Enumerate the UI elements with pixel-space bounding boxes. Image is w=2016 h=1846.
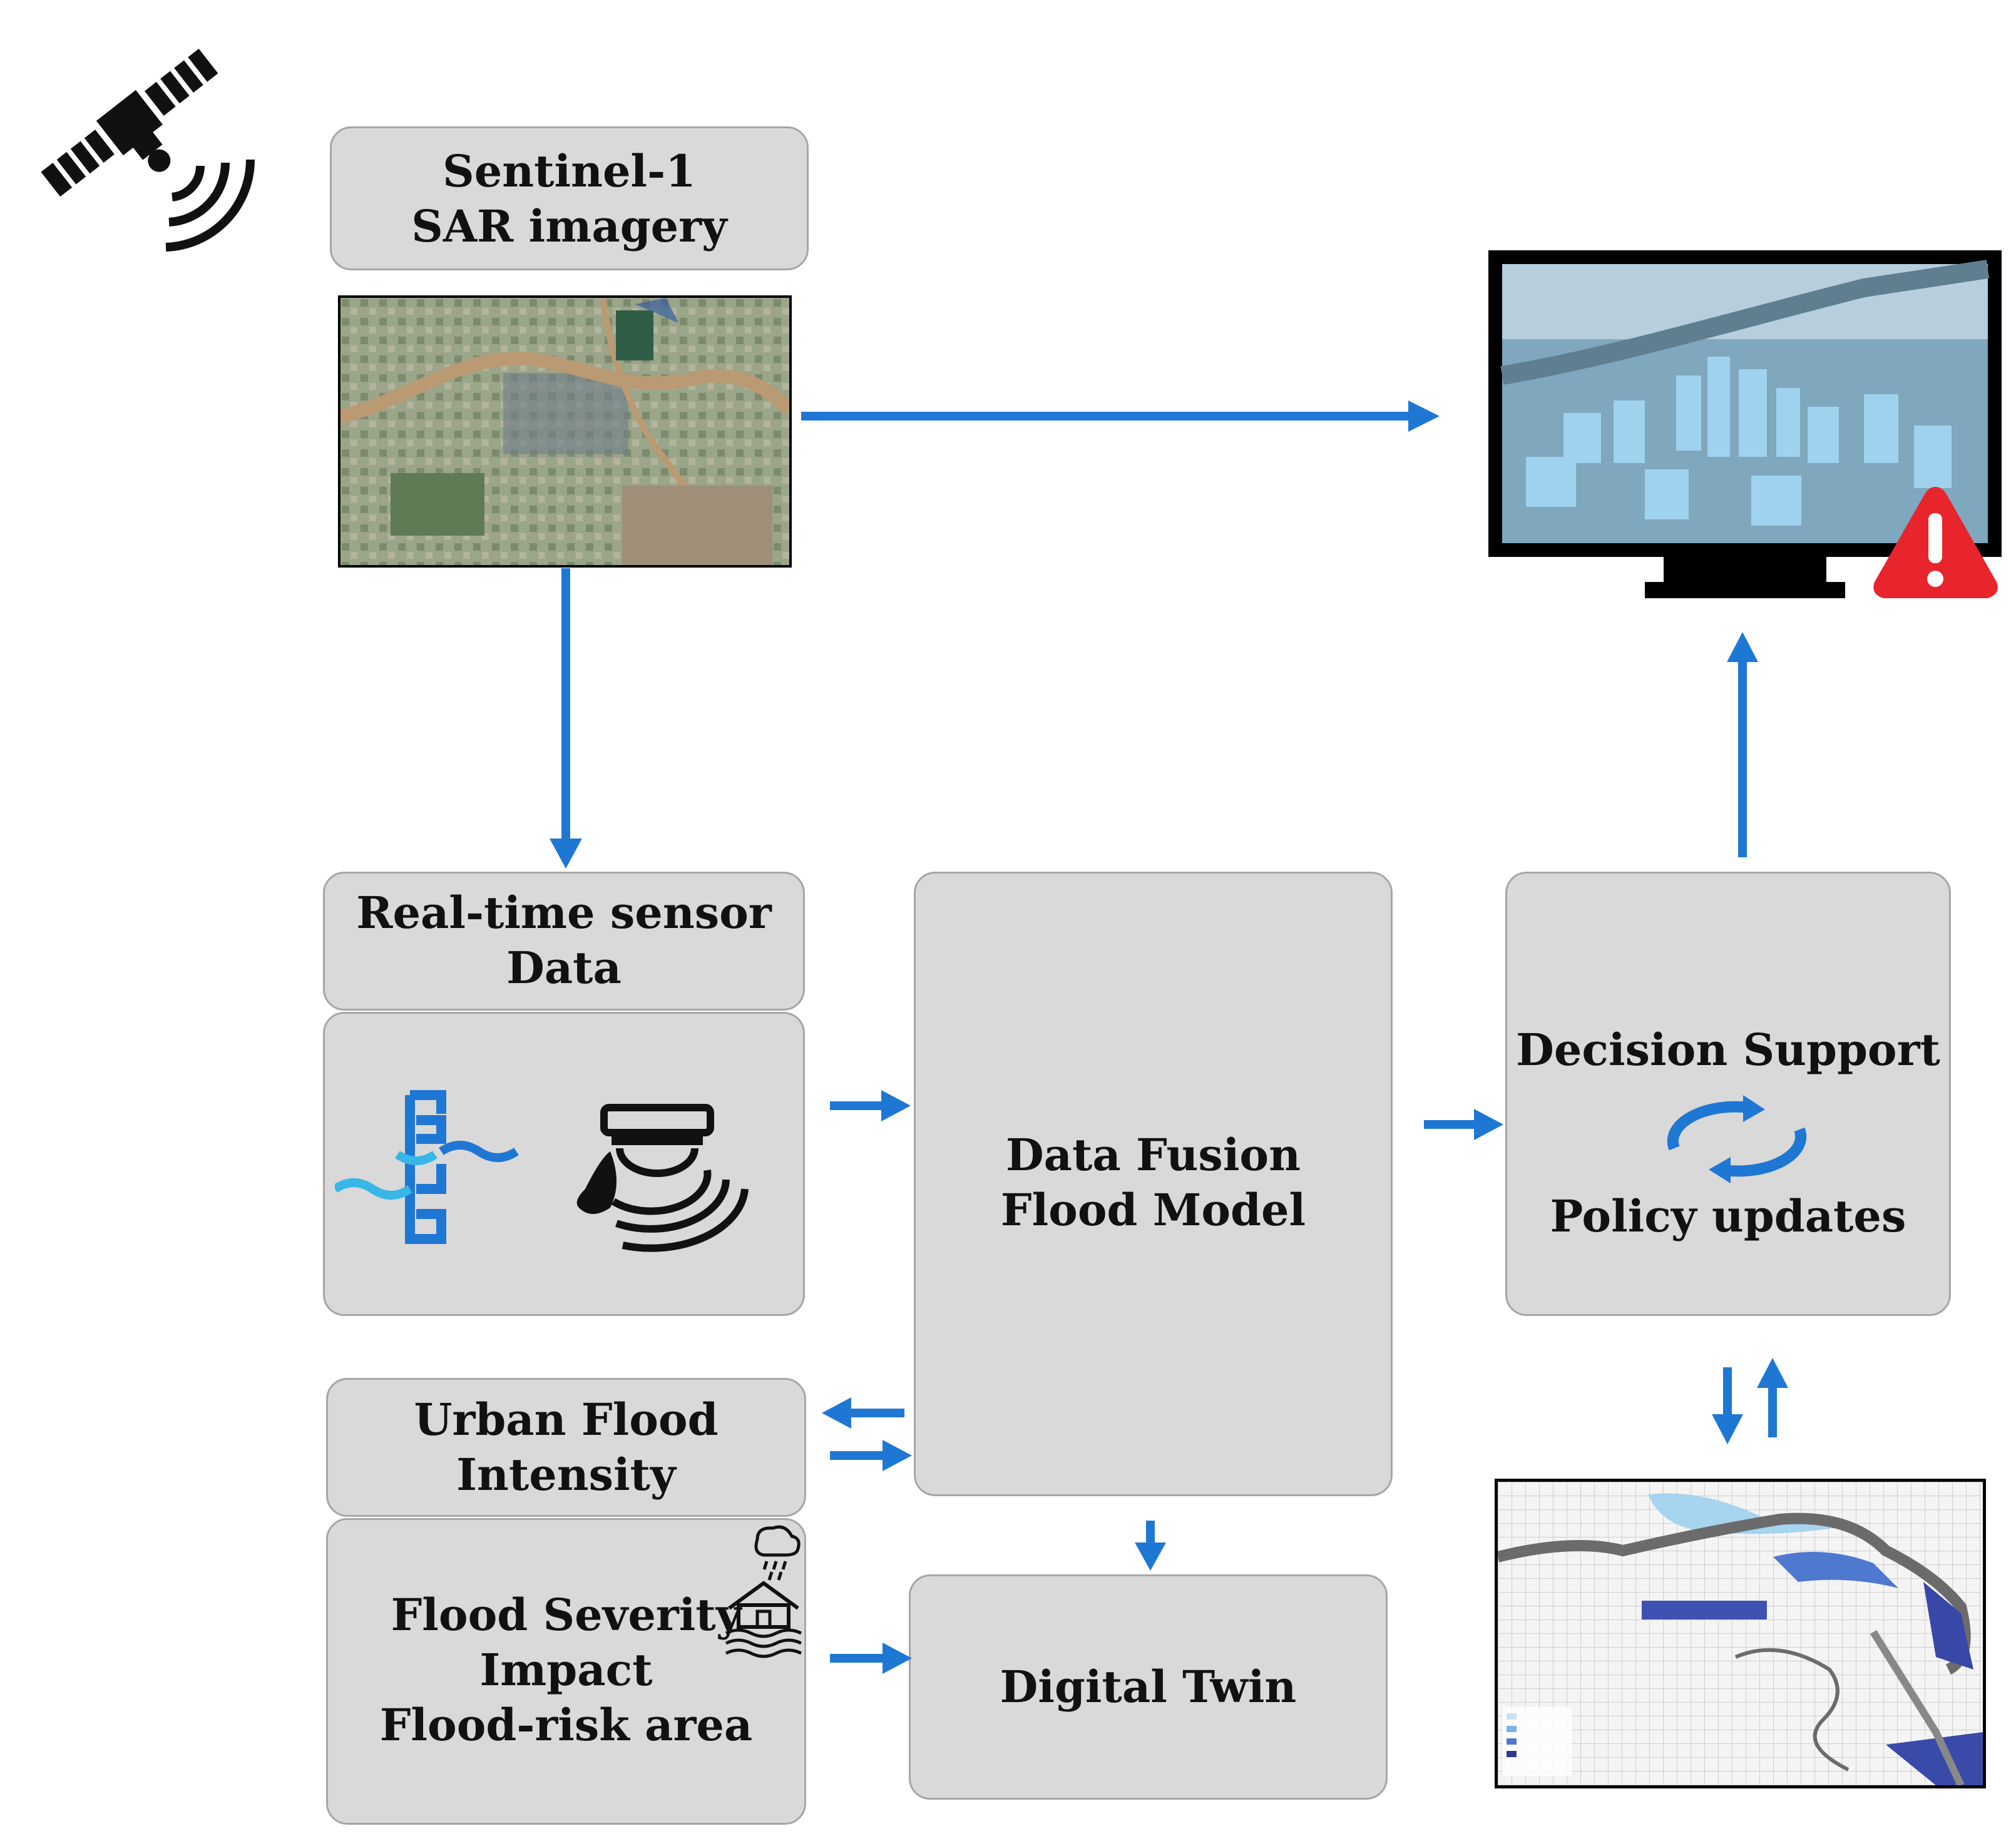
digital-twin-label: Digital Twin xyxy=(1000,1661,1297,1713)
flood-severity-line3: Flood-risk area xyxy=(379,1699,753,1751)
sensor-label-box xyxy=(323,872,805,1011)
data-fusion-line1: Data Fusion xyxy=(1005,1129,1301,1181)
urban-flood-box xyxy=(326,1378,806,1517)
water-level-gauge-icon xyxy=(335,1090,519,1244)
flood-severity-line1: Flood Severity xyxy=(391,1589,742,1641)
sensor-label-line1: Real-time sensor xyxy=(356,887,772,939)
policy-updates-label: Policy updates xyxy=(1550,1190,1906,1242)
data-fusion-box xyxy=(914,872,1393,1496)
data-fusion-line2: Flood Model xyxy=(1000,1184,1306,1236)
sensor-icon-box xyxy=(323,1012,805,1316)
ultrasonic-sensor-icon xyxy=(576,1104,749,1252)
urban-flood-line2: Intensity xyxy=(456,1449,676,1501)
flood-map-image xyxy=(1495,1479,1986,1788)
satellite-icon xyxy=(41,48,255,252)
sar-image xyxy=(338,295,792,568)
rain-house-flood-icon xyxy=(725,1525,802,1658)
urban-flood-line1: Urban Flood xyxy=(414,1394,719,1446)
digital-twin-box xyxy=(909,1574,1388,1800)
sentinel-label-box xyxy=(330,126,809,270)
sentinel-label-line2: SAR imagery xyxy=(411,200,727,252)
decision-support-box xyxy=(1505,872,1951,1316)
flood-severity-box xyxy=(326,1518,806,1825)
sensor-label-line2: Data xyxy=(506,942,622,994)
cycle-arrows-icon xyxy=(1667,1095,1807,1183)
sentinel-label-line1: Sentinel-1 xyxy=(443,145,696,197)
warning-icon xyxy=(1873,487,1998,598)
monitor-icon xyxy=(1488,250,2002,613)
flood-severity-line2: Impact xyxy=(479,1644,653,1696)
decision-support-label: Decision Support xyxy=(1516,1024,1940,1076)
